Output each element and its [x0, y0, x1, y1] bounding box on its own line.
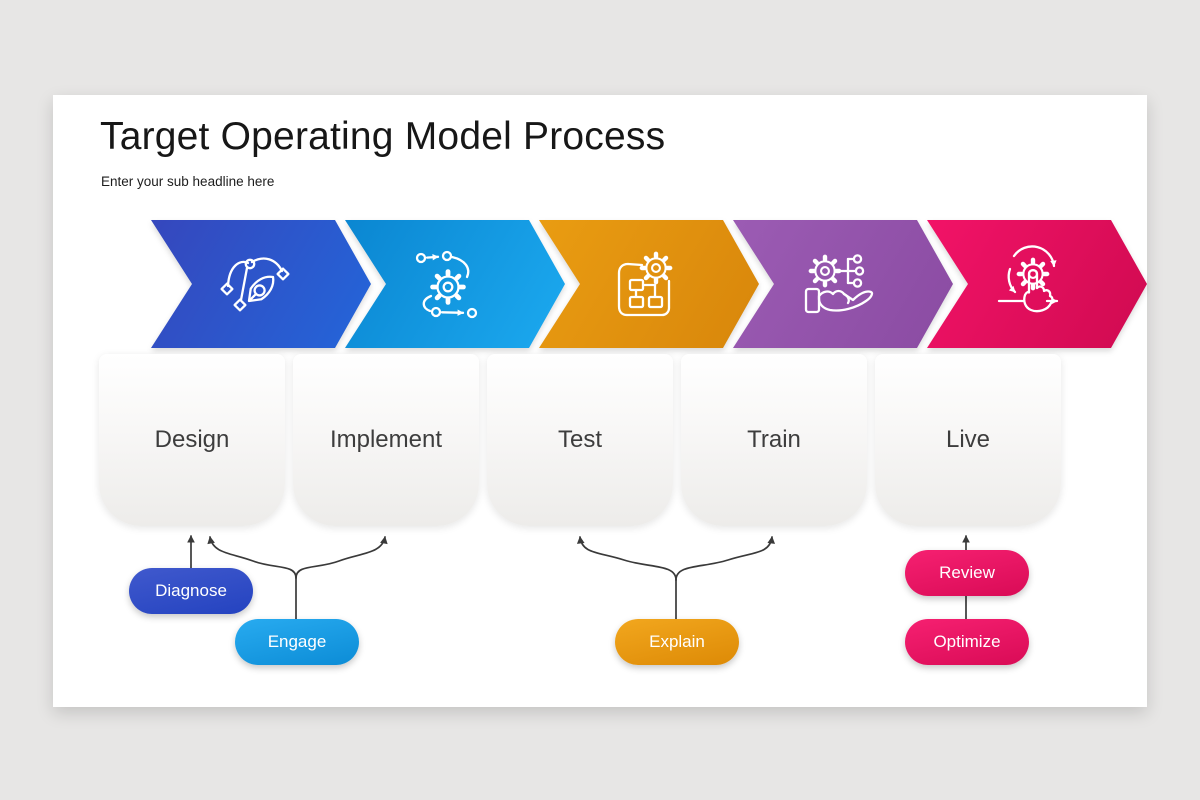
step-card-test: Test: [487, 354, 673, 526]
touch-gear-cycle-icon: [997, 245, 1059, 313]
pen-tool-icon: [220, 257, 290, 312]
tag-label: Optimize: [933, 632, 1001, 651]
tag-pill-engage: Engage: [235, 619, 359, 665]
step-label: Test: [557, 426, 602, 453]
tag-pill-review: Review: [905, 550, 1029, 596]
chevron-step-implement: [335, 220, 569, 348]
tag-label: Engage: [267, 632, 327, 651]
step-card-live: Live: [875, 354, 1061, 526]
step-card-train: Train: [681, 354, 867, 526]
arrow-explain-fork: [576, 536, 776, 620]
page-subtitle: Enter your sub headline here: [101, 174, 275, 189]
blueprint-gear-icon: [617, 244, 682, 317]
tag-pill-explain: Explain: [615, 619, 739, 665]
step-label: Implement: [329, 426, 443, 453]
tag-label: Review: [939, 563, 995, 582]
hand-gear-network-icon: [804, 254, 874, 314]
step-label: Train: [747, 426, 801, 453]
step-card-design: Design: [99, 354, 285, 526]
chevron-step-live: [917, 220, 1151, 348]
step-label: Design: [154, 426, 230, 453]
agile-process-icon: [415, 250, 478, 319]
slide-canvas: Target Operating Model Process Enter you…: [53, 95, 1147, 707]
chevron-shape-live: [927, 220, 1147, 348]
step-label: Live: [945, 426, 991, 453]
step-card-implement: Implement: [293, 354, 479, 526]
page-title: Target Operating Model Process: [100, 115, 666, 158]
tag-pill-optimize: Optimize: [905, 619, 1029, 665]
chevron-step-design: [141, 220, 375, 348]
tag-pill-diagnose: Diagnose: [129, 568, 253, 614]
chevron-step-train: [723, 220, 957, 348]
tag-label: Diagnose: [155, 581, 227, 600]
tag-label: Explain: [649, 632, 705, 651]
chevron-step-test: [529, 220, 763, 348]
